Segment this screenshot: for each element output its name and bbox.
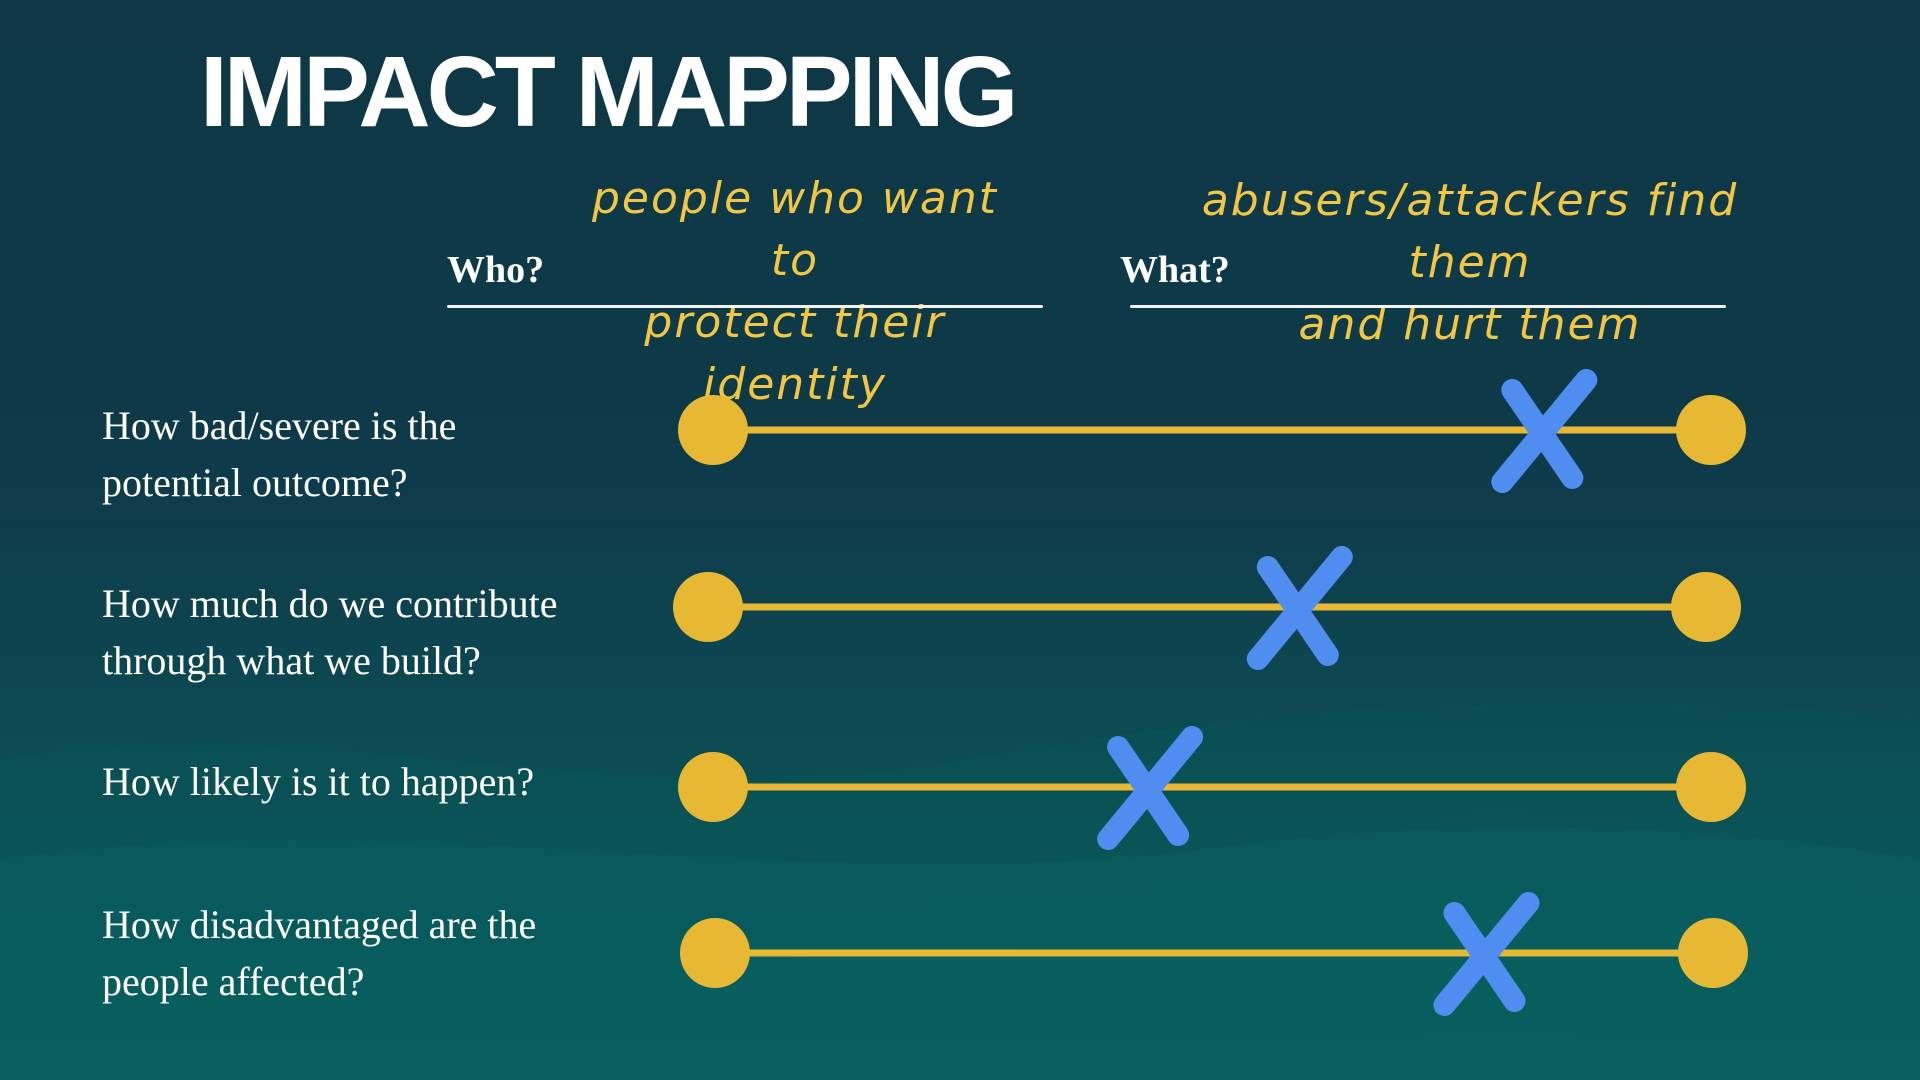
- who-label: Who?: [447, 249, 545, 291]
- scale-high-endpoint: [1671, 572, 1741, 642]
- question-disadvantage: How disadvantaged are the people affecte…: [102, 896, 642, 1010]
- scale-low-endpoint: [678, 752, 748, 822]
- question-contribution-line-2: through what we build?: [102, 638, 481, 683]
- scale-disadvantage: [680, 892, 1748, 1016]
- scale-contribution: [673, 546, 1741, 670]
- scale-likelihood: [678, 726, 1746, 850]
- what-answer: abusers/attackers find them and hurt the…: [1170, 170, 1770, 356]
- question-contribution: How much do we contribute through what w…: [102, 575, 642, 689]
- page-title: IMPACT MAPPING: [200, 36, 1018, 148]
- question-severity: How bad/severe is the potential outcome?: [102, 397, 642, 511]
- what-label: What?: [1120, 249, 1230, 291]
- question-disadvantage-line-2: people affected?: [102, 959, 365, 1004]
- scale-high-endpoint: [1676, 395, 1746, 465]
- scale-low-endpoint: [673, 572, 743, 642]
- question-severity-line-1: How bad/severe is the: [102, 403, 457, 448]
- rating-x-mark: [1491, 369, 1598, 493]
- question-severity-line-2: potential outcome?: [102, 460, 408, 505]
- question-likelihood-line-1: How likely is it to happen?: [102, 759, 535, 804]
- question-likelihood: How likely is it to happen?: [102, 753, 642, 810]
- rating-x-mark: [1246, 546, 1353, 670]
- rating-x-mark: [1097, 726, 1204, 850]
- scale-high-endpoint: [1676, 752, 1746, 822]
- rating-x-mark: [1433, 892, 1540, 1016]
- question-contribution-line-1: How much do we contribute: [102, 581, 558, 626]
- what-underline: [1130, 305, 1726, 308]
- question-disadvantage-line-1: How disadvantaged are the: [102, 902, 537, 947]
- scale-low-endpoint: [678, 395, 748, 465]
- who-answer-line-1: people who want to: [592, 173, 998, 286]
- scale-low-endpoint: [680, 918, 750, 988]
- scale-high-endpoint: [1678, 918, 1748, 988]
- scale-severity: [678, 369, 1746, 493]
- who-underline: [447, 305, 1043, 308]
- what-answer-line-1: abusers/attackers find them: [1201, 175, 1739, 288]
